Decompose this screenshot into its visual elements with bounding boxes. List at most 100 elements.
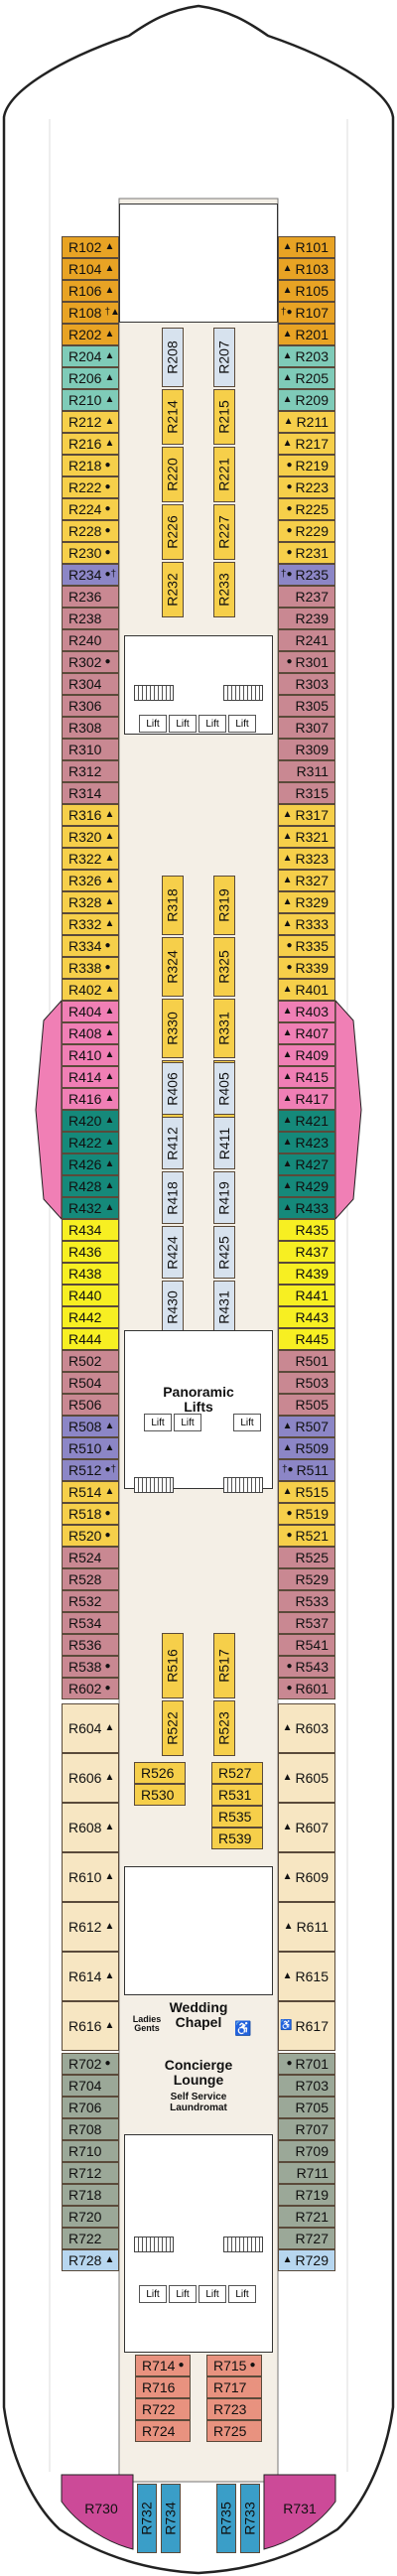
- cabin-r104[interactable]: R104▲: [62, 258, 119, 280]
- cabin-r403[interactable]: R403▲: [278, 1001, 335, 1022]
- cabin-r102[interactable]: R102▲: [62, 236, 119, 258]
- cabin-r311[interactable]: R311: [278, 760, 335, 782]
- cabin-r108[interactable]: R108†▲: [62, 302, 120, 324]
- cabin-r733[interactable]: R733: [240, 2484, 260, 2553]
- cabin-r705[interactable]: R705: [278, 2097, 335, 2118]
- cabin-r321[interactable]: R321▲: [278, 826, 335, 848]
- cabin-r423[interactable]: R423▲: [278, 1132, 335, 1153]
- cabin-r519[interactable]: R519●: [278, 1503, 335, 1525]
- cabin-r328[interactable]: R328▲: [62, 891, 119, 913]
- cabin-r437[interactable]: R437: [278, 1241, 335, 1263]
- cabin-r728[interactable]: R728▲: [62, 2249, 119, 2271]
- cabin-r536[interactable]: R536: [62, 1634, 119, 1656]
- cabin-r530[interactable]: R530: [134, 1784, 186, 1806]
- suite-r612[interactable]: R612▲: [62, 1902, 119, 1952]
- suite-r731[interactable]: R731: [283, 2501, 317, 2516]
- cabin-r410[interactable]: R410▲: [62, 1044, 119, 1066]
- cabin-r202[interactable]: R202▲: [62, 324, 119, 345]
- cabin-r723[interactable]: R723: [206, 2398, 262, 2420]
- suite-r609[interactable]: R609▲: [278, 1852, 335, 1902]
- suite-r616[interactable]: R616▲: [62, 2001, 119, 2051]
- cabin-r708[interactable]: R708: [62, 2118, 119, 2140]
- cabin-r239[interactable]: R239: [278, 608, 335, 629]
- suite-r607[interactable]: R607▲: [278, 1803, 335, 1852]
- cabin-r522[interactable]: R522: [162, 1700, 184, 1756]
- cabin-r537[interactable]: R537: [278, 1612, 335, 1634]
- cabin-r704[interactable]: R704: [62, 2075, 119, 2097]
- cabin-r535[interactable]: R535: [211, 1806, 263, 1828]
- cabin-r527[interactable]: R527: [211, 1762, 263, 1784]
- cabin-r532[interactable]: R532: [62, 1590, 119, 1612]
- cabin-r512[interactable]: R512●†: [62, 1459, 119, 1481]
- cabin-r402[interactable]: R402▲: [62, 979, 119, 1001]
- suite-r606[interactable]: R606▲: [62, 1753, 119, 1803]
- cabin-r329[interactable]: R329▲: [278, 891, 335, 913]
- cabin-r234[interactable]: R234●†: [62, 564, 119, 586]
- cabin-r333[interactable]: R333▲: [278, 913, 335, 935]
- cabin-r534[interactable]: R534: [62, 1612, 119, 1634]
- cabin-r404[interactable]: R404▲: [62, 1001, 119, 1022]
- cabin-r405[interactable]: R405: [213, 1062, 235, 1115]
- cabin-r718[interactable]: R718: [62, 2184, 119, 2206]
- cabin-r240[interactable]: R240: [62, 629, 119, 651]
- cabin-r507[interactable]: R507▲: [278, 1416, 335, 1437]
- cabin-r509[interactable]: R509▲: [278, 1437, 335, 1459]
- cabin-r411[interactable]: R411: [213, 1117, 235, 1169]
- suite-r610[interactable]: R610▲: [62, 1852, 119, 1902]
- cabin-r706[interactable]: R706: [62, 2097, 119, 2118]
- suite-r605[interactable]: R605▲: [278, 1753, 335, 1803]
- cabin-r331[interactable]: R331: [213, 999, 235, 1058]
- cabin-r228[interactable]: R228●: [62, 520, 119, 542]
- cabin-r433[interactable]: R433▲: [278, 1197, 335, 1219]
- cabin-r702[interactable]: R702●: [62, 2053, 119, 2075]
- cabin-r409[interactable]: R409▲: [278, 1044, 335, 1066]
- cabin-r233[interactable]: R233: [213, 562, 235, 617]
- cabin-r317[interactable]: R317▲: [278, 804, 335, 826]
- cabin-r420[interactable]: R420▲: [62, 1110, 119, 1132]
- suite-r603[interactable]: R603▲: [278, 1703, 335, 1753]
- cabin-r710[interactable]: R710: [62, 2140, 119, 2162]
- cabin-r516[interactable]: R516: [162, 1633, 184, 1698]
- cabin-r232[interactable]: R232: [162, 562, 184, 617]
- cabin-r225[interactable]: R225●: [278, 498, 335, 520]
- cabin-r401[interactable]: R401▲: [278, 979, 335, 1001]
- cabin-r439[interactable]: R439: [278, 1263, 335, 1285]
- cabin-r735[interactable]: R735: [216, 2484, 236, 2553]
- cabin-r716[interactable]: R716: [135, 2376, 191, 2398]
- cabin-r309[interactable]: R309: [278, 739, 335, 760]
- suite-r614[interactable]: R614▲: [62, 1952, 119, 2001]
- cabin-r703[interactable]: R703: [278, 2075, 335, 2097]
- cabin-r334[interactable]: R334●: [62, 935, 119, 957]
- cabin-r429[interactable]: R429▲: [278, 1175, 335, 1197]
- cabin-r501[interactable]: R501: [278, 1350, 335, 1372]
- cabin-r533[interactable]: R533: [278, 1590, 335, 1612]
- cabin-r322[interactable]: R322▲: [62, 848, 119, 870]
- cabin-r720[interactable]: R720: [62, 2206, 119, 2228]
- cabin-r709[interactable]: R709: [278, 2140, 335, 2162]
- cabin-r531[interactable]: R531: [211, 1784, 263, 1806]
- cabin-r101[interactable]: R101▲: [278, 236, 335, 258]
- cabin-r505[interactable]: R505: [278, 1394, 335, 1416]
- cabin-r226[interactable]: R226: [162, 504, 184, 560]
- cabin-r323[interactable]: R323▲: [278, 848, 335, 870]
- cabin-r210[interactable]: R210▲: [62, 389, 119, 411]
- cabin-r412[interactable]: R412: [162, 1117, 184, 1169]
- cabin-r320[interactable]: R320▲: [62, 826, 119, 848]
- cabin-r203[interactable]: R203▲: [278, 345, 335, 367]
- cabin-r218[interactable]: R218●: [62, 455, 119, 476]
- cabin-r510[interactable]: R510▲: [62, 1437, 119, 1459]
- cabin-r205[interactable]: R205▲: [278, 367, 335, 389]
- cabin-r107[interactable]: R107†●: [278, 302, 335, 324]
- cabin-r214[interactable]: R214: [162, 389, 184, 445]
- cabin-r427[interactable]: R427▲: [278, 1153, 335, 1175]
- cabin-r518[interactable]: R518●: [62, 1503, 119, 1525]
- cabin-r318[interactable]: R318: [162, 876, 184, 935]
- cabin-r511[interactable]: R511†●: [278, 1459, 335, 1481]
- cabin-r241[interactable]: R241: [278, 629, 335, 651]
- cabin-r310[interactable]: R310: [62, 739, 119, 760]
- cabin-r219[interactable]: R219●: [278, 455, 335, 476]
- cabin-r508[interactable]: R508▲: [62, 1416, 119, 1437]
- cabin-r438[interactable]: R438: [62, 1263, 119, 1285]
- cabin-r729[interactable]: R729▲: [278, 2249, 335, 2271]
- cabin-r223[interactable]: R223●: [278, 476, 335, 498]
